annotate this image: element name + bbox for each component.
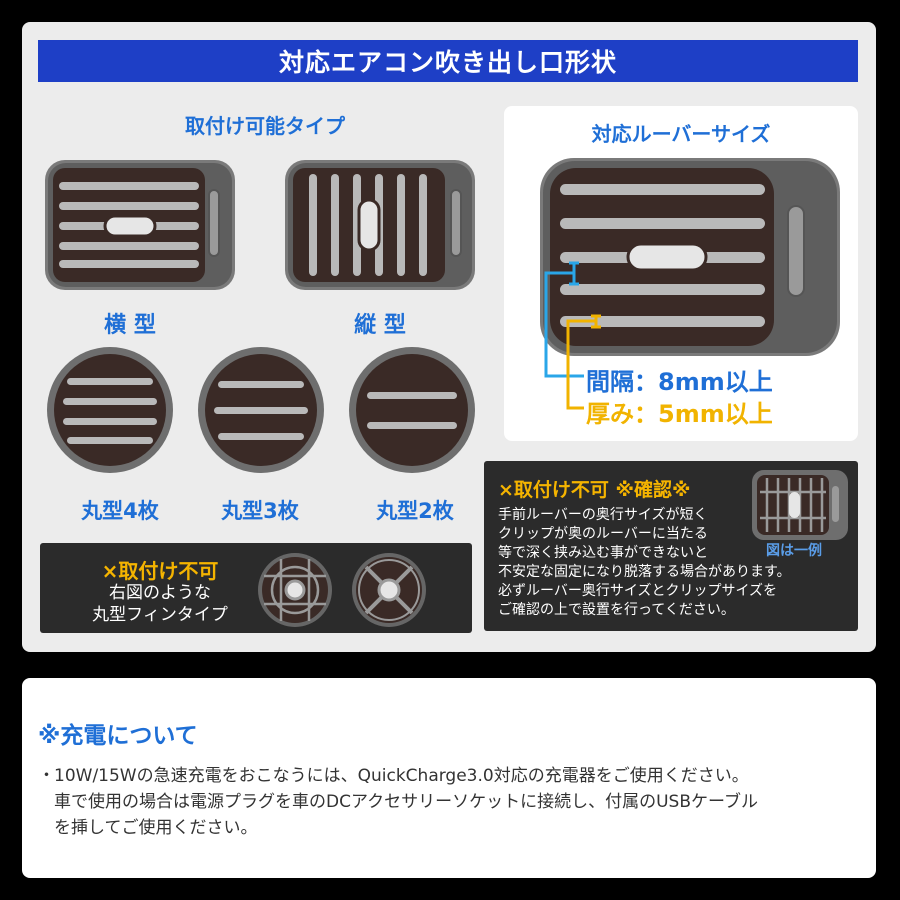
example-caption: 図は一例 <box>766 543 822 559</box>
louver-thickness-spec: 厚み：5mm以上 <box>586 400 773 428</box>
bullet-marker: ・ <box>38 766 55 786</box>
round-3-label: 丸型3枚 <box>221 499 299 523</box>
round-2-label: 丸型2枚 <box>376 499 454 523</box>
charging-note: ・ 10W/15Wの急速充電をおこなうには、QuickCharge3.0対応の充… <box>38 763 858 841</box>
vertical-vent-icon <box>285 160 475 290</box>
not-mountable-title: ×取付け不可 <box>101 559 219 583</box>
louver-size-heading: 対応ルーバーサイズ <box>591 122 771 146</box>
round-fin-cross-icon <box>352 553 426 627</box>
horizontal-type-label: 横 型 <box>104 313 156 338</box>
round-vent-4-icon <box>47 347 173 473</box>
charging-title: ※充電について <box>38 723 198 749</box>
mountable-heading: 取付け可能タイプ <box>185 114 345 138</box>
caution-title: ×取付け不可 ※確認※ <box>498 479 691 501</box>
round-vent-2-icon <box>349 347 475 473</box>
caution-text: 手前ルーバーの奥行サイズが短く クリップが奥のルーバーに当たる 等で深く挟み込む… <box>498 507 791 618</box>
louver-leader-lines <box>544 358 584 410</box>
round-vent-3-icon <box>198 347 324 473</box>
deep-louver-example-icon <box>752 470 848 540</box>
charging-body: 10W/15Wの急速充電をおこなうには、QuickCharge3.0対応の充電器… <box>54 766 758 838</box>
bottom-panel <box>22 678 876 878</box>
louver-spacing-spec: 間隔：8mm以上 <box>586 368 773 396</box>
vertical-type-label: 縦 型 <box>354 313 406 338</box>
page-title: 対応エアコン吹き出し口形状 <box>38 40 858 82</box>
round-fin-grid-icon <box>258 553 332 627</box>
louver-diagram-icon <box>540 158 840 358</box>
round-4-label: 丸型4枚 <box>81 499 159 523</box>
horizontal-vent-icon <box>45 160 235 290</box>
not-mountable-text: 右図のような 丸型フィンタイプ <box>92 583 228 625</box>
